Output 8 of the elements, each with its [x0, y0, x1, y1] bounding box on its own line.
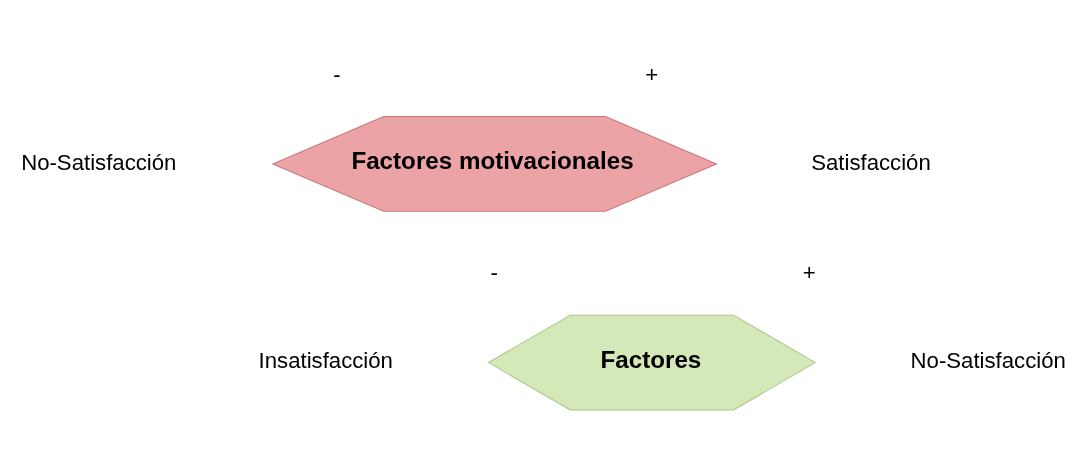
node-text: Insatisfacción — [258, 347, 393, 373]
node-text: No-Satisfacción — [910, 347, 1066, 373]
label: + — [645, 61, 659, 87]
node-text: No-Satisfacción — [21, 149, 177, 175]
label: - — [490, 259, 498, 285]
label: - — [333, 61, 341, 87]
node-text: Satisfacción — [811, 149, 931, 175]
label: + — [802, 259, 816, 285]
